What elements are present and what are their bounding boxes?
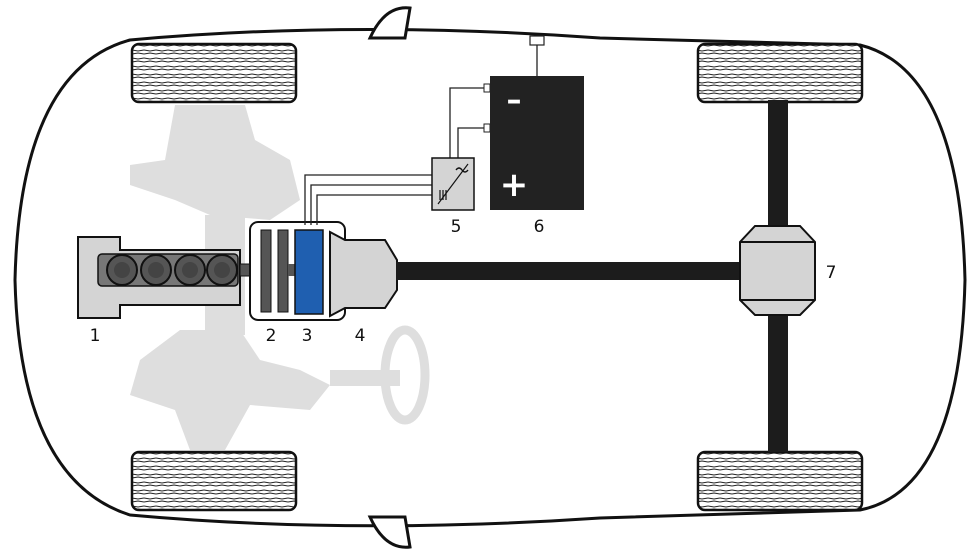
motor-inverter-cables <box>304 174 432 225</box>
tire-icon <box>130 42 864 512</box>
clutch-plate-1 <box>260 229 272 313</box>
label-differential: 7 <box>826 263 837 283</box>
electric-motor <box>294 229 324 315</box>
steering-wheel-icon <box>380 325 430 425</box>
battery-icon: – + <box>483 35 584 210</box>
inverter-icon <box>431 157 475 211</box>
gearbox <box>329 230 398 318</box>
label-engine: 1 <box>90 326 101 346</box>
label-electric-motor: 3 <box>302 326 313 346</box>
mirror-top <box>367 6 412 40</box>
tire-rear-left <box>696 42 864 104</box>
label-clutch: 2 <box>266 326 277 346</box>
tire-front-right <box>130 450 298 512</box>
tire-front-left <box>130 42 298 104</box>
differential <box>739 225 816 316</box>
label-inverter: 5 <box>451 217 462 237</box>
battery-positive-symbol: + <box>500 165 529 205</box>
inner-shaft <box>288 264 296 276</box>
battery-negative-symbol: – <box>507 83 522 118</box>
mirror-bottom <box>367 515 412 549</box>
engine-icon <box>77 236 241 319</box>
clutch-plate-2 <box>277 229 289 313</box>
drive-shaft <box>396 262 741 280</box>
tire-rear-right <box>696 450 864 512</box>
inverter-battery-cables <box>449 87 488 158</box>
label-gearbox: 4 <box>355 326 366 346</box>
label-battery: 6 <box>534 217 545 237</box>
